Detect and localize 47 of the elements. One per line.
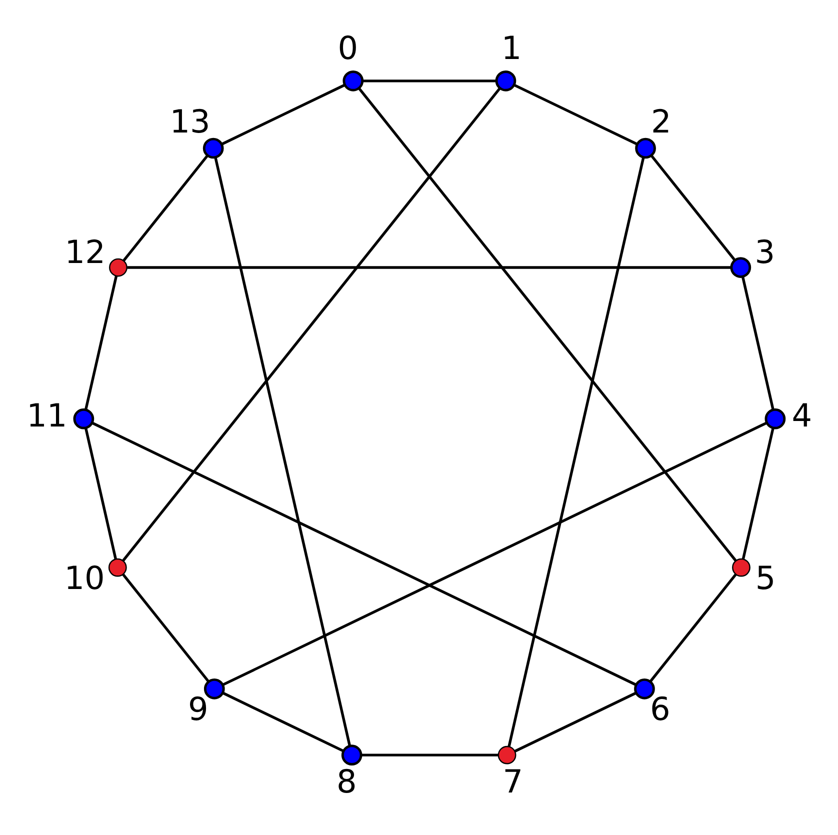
node-label: 6 <box>650 689 670 728</box>
connector <box>127 266 732 268</box>
node-circle <box>108 558 127 576</box>
connector <box>650 154 736 260</box>
node-circle <box>202 137 224 158</box>
node-label: 12 <box>64 232 106 270</box>
node-label: 4 <box>792 396 812 434</box>
connector <box>508 156 645 746</box>
node-circle <box>495 70 516 91</box>
node-label: 7 <box>502 762 524 800</box>
connector <box>358 86 737 561</box>
connector <box>122 573 210 682</box>
node-circle <box>341 744 362 766</box>
node-label: 2 <box>651 102 672 140</box>
connector <box>222 691 344 752</box>
connector <box>214 156 352 746</box>
node-label: 10 <box>64 558 105 596</box>
node-circle <box>498 745 516 764</box>
connector <box>84 427 118 559</box>
node-circle <box>730 256 752 278</box>
connector <box>122 86 501 561</box>
node-label: 8 <box>336 762 357 800</box>
node-label: 9 <box>188 689 208 728</box>
connector <box>122 154 208 262</box>
node-circle <box>342 70 364 91</box>
connector <box>84 275 118 410</box>
node-label: 3 <box>754 232 776 270</box>
node-circle <box>109 258 128 276</box>
connector <box>514 691 636 752</box>
connector <box>513 83 638 145</box>
connector <box>649 573 737 682</box>
node-label: 0 <box>338 28 358 67</box>
node-circle <box>732 558 750 576</box>
node-label: 13 <box>170 102 210 140</box>
node-label: 1 <box>501 28 522 67</box>
node-label: 5 <box>755 558 776 596</box>
connector <box>742 427 774 559</box>
connector <box>361 753 498 756</box>
node-circle <box>73 408 94 429</box>
connector <box>741 276 774 410</box>
connector <box>222 421 768 686</box>
node-circle <box>764 408 786 429</box>
node-label: 11 <box>26 396 68 434</box>
connector <box>221 83 346 145</box>
connector <box>362 79 496 82</box>
connector <box>92 421 637 686</box>
node-circle <box>635 137 656 158</box>
